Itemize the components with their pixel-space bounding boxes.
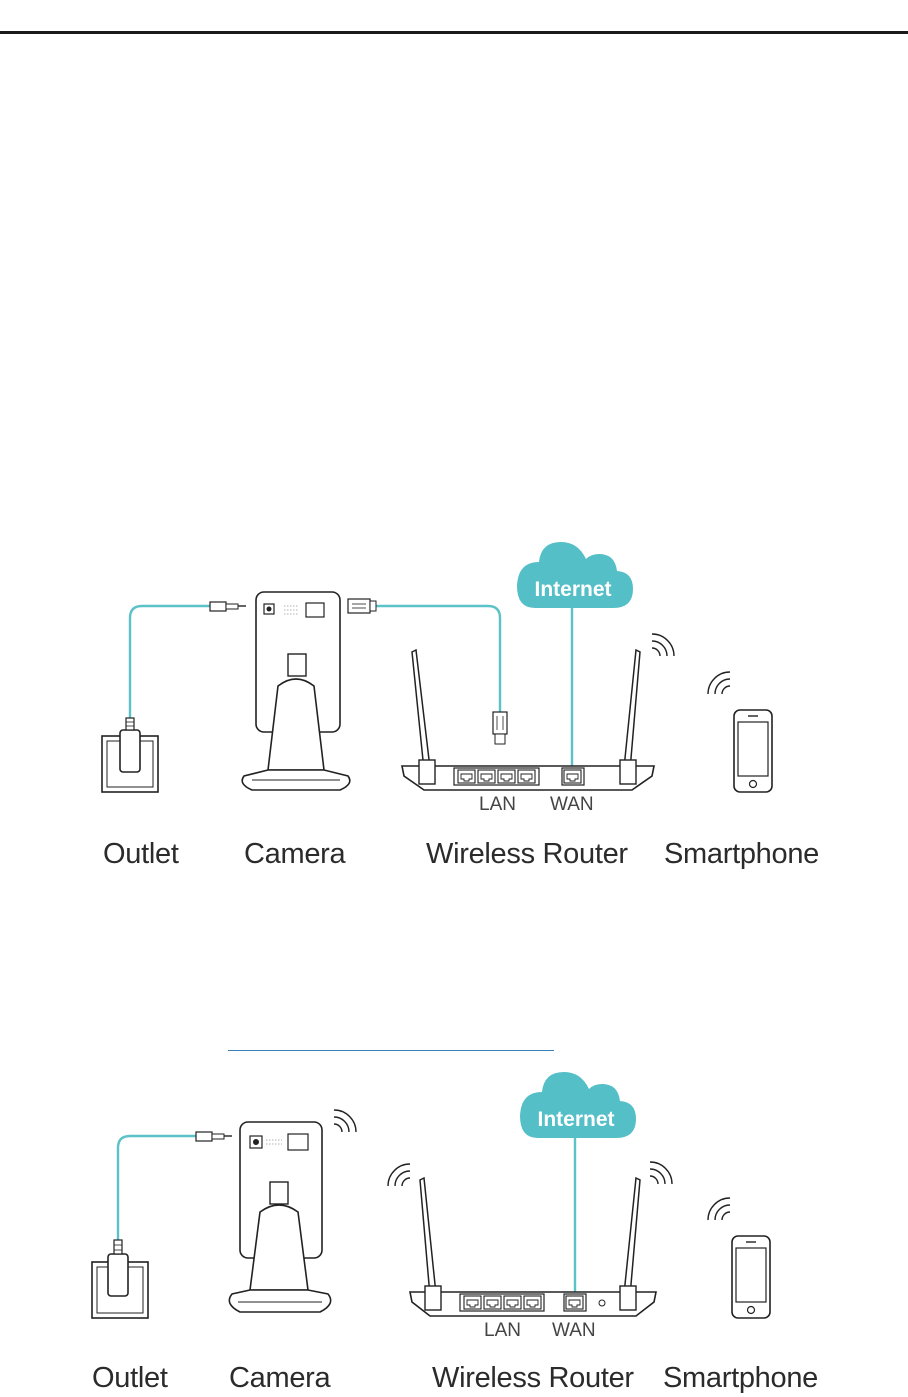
router-icon (387, 1161, 673, 1317)
camera-icon (228, 1109, 357, 1313)
smartphone-label: Smartphone (664, 838, 819, 870)
cloud-label: Internet (537, 1108, 614, 1131)
ethernet-plug-icon (347, 598, 377, 614)
smartphone-icon (733, 709, 773, 793)
camera-label: Camera (244, 838, 346, 870)
outlet-label: Outlet (103, 838, 179, 870)
wifi-signal-icon (707, 1197, 731, 1221)
wifi-signal-icon (707, 671, 731, 695)
diagram-2: Internet (91, 1072, 771, 1319)
outlet-label: Outlet (92, 1362, 168, 1394)
wan-port-label: WAN (552, 1320, 596, 1341)
smartphone-icon (731, 1235, 771, 1319)
ethernet-cable (372, 604, 502, 712)
power-plug-icon (209, 601, 246, 612)
router-icon (401, 633, 675, 791)
wireless-router-label: Wireless Router (432, 1362, 634, 1394)
wan-port-label: WAN (550, 794, 594, 815)
power-cable (128, 604, 212, 722)
power-plug-icon (195, 1131, 232, 1142)
camera-label: Camera (229, 1362, 331, 1394)
power-cable (116, 1134, 196, 1240)
outlet-icon (101, 717, 159, 793)
smartphone-label: Smartphone (663, 1362, 818, 1394)
ethernet-plug-icon (492, 711, 508, 745)
cloud-icon: Internet (520, 1072, 636, 1138)
cloud-icon: Internet (517, 542, 633, 608)
lan-port-label: LAN (484, 1320, 521, 1341)
outlet-icon (91, 1239, 149, 1319)
diagram-1: Internet (101, 542, 773, 793)
link-underline (228, 1050, 554, 1051)
top-rule (0, 31, 908, 34)
lan-port-label: LAN (479, 794, 516, 815)
wireless-router-label: Wireless Router (426, 838, 628, 870)
cloud-label: Internet (534, 578, 611, 601)
camera-icon (241, 591, 351, 791)
